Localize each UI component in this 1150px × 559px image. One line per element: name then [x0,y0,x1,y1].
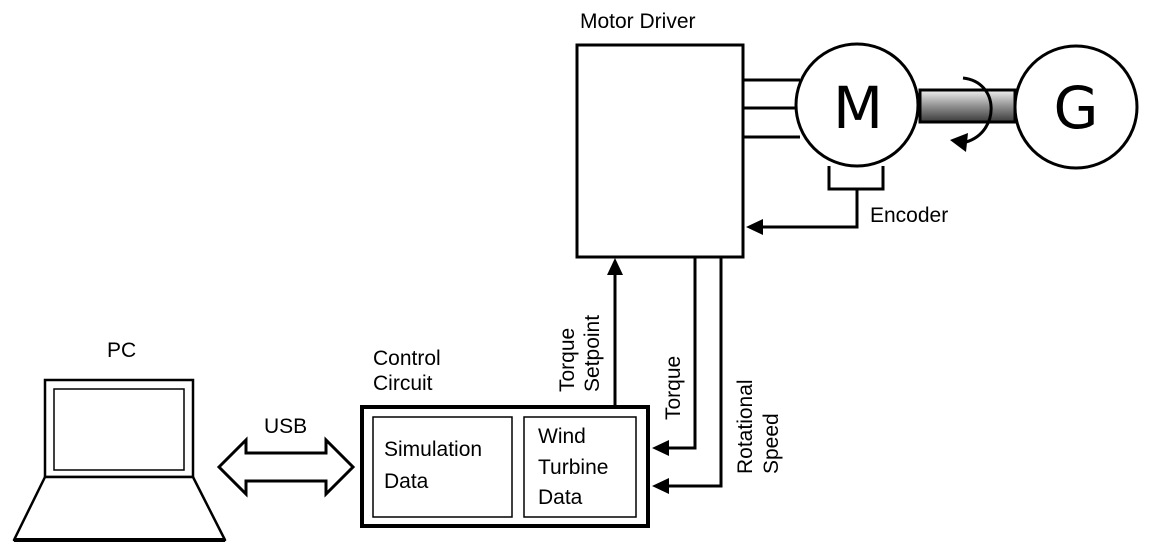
simulation-data-label-line2: Data [384,470,429,493]
motor-power-lines [743,78,800,139]
rotational-speed-arrowhead [652,478,669,494]
encoder-box [827,166,885,191]
rotational-speed-label-line1: Rotational [734,379,757,474]
rotational-speed-line [668,257,723,488]
wind-turbine-data-label-line2: Turbine [538,456,608,479]
torque-arrowhead [652,440,669,456]
generator-label: G [1054,74,1099,142]
usb-double-arrow-icon [216,436,356,498]
rotational-speed-label-line2: Speed [760,413,783,474]
torque-setpoint-label-line1: Torque [556,328,579,392]
motor-circle [794,42,920,168]
encoder-feedback-line [762,189,859,229]
torque-signal-line [668,257,697,450]
encoder-label: Encoder [870,204,948,227]
simulation-data-label-line1: Simulation [384,438,482,461]
wind-turbine-data-box [523,416,637,518]
control-circuit-title-line2: Circuit [373,372,433,395]
generator-circle [1013,44,1139,170]
torque-label: Torque [662,356,685,420]
motor-driver-title: Motor Driver [580,10,696,33]
control-circuit-title-line1: Control [373,347,441,370]
wind-turbine-data-label-line3: Data [538,486,583,509]
encoder-arrowhead [746,219,763,235]
simulation-data-box [372,416,513,518]
motor-driver-box [575,43,745,259]
wind-turbine-data-label-line1: Wind [538,425,586,448]
torque-setpoint-label-line2: Setpoint [581,315,604,392]
laptop-icon [12,378,227,542]
usb-label: USB [264,415,307,438]
pc-label: PC [107,339,136,362]
torque-setpoint-arrowhead [607,258,623,275]
rotation-arrow-icon [950,76,993,152]
motor-label: M [833,74,883,142]
motor-shaft [918,88,1017,124]
